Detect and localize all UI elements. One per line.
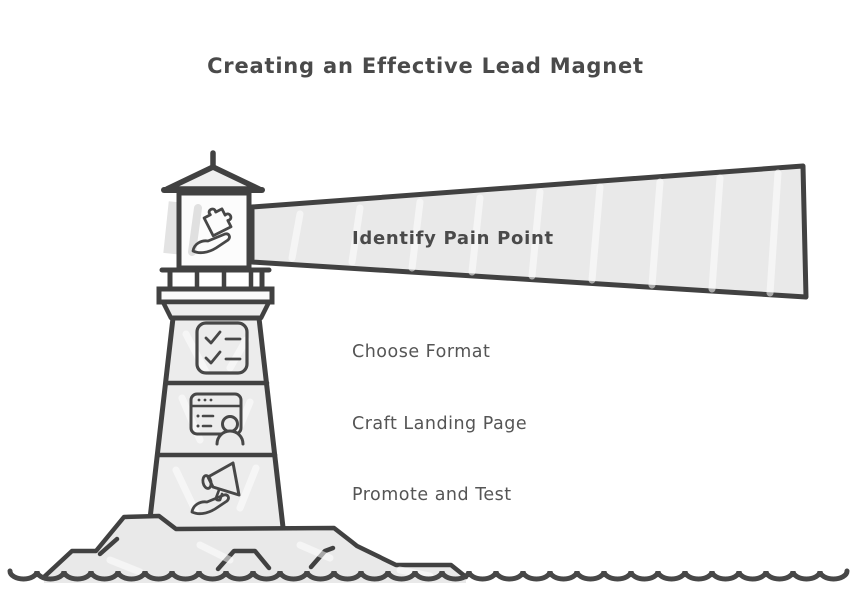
megaphone-icon bbox=[190, 461, 241, 516]
lighthouse-roof bbox=[161, 150, 265, 193]
landing-page-icon bbox=[189, 392, 245, 446]
rock-accent-right bbox=[308, 545, 336, 570]
gallery-railing bbox=[156, 267, 275, 321]
tower-body bbox=[145, 315, 287, 539]
lantern-room bbox=[163, 190, 252, 271]
step-label-choose-format: Choose Format bbox=[352, 342, 490, 362]
waves bbox=[7, 568, 850, 582]
step-label-craft-landing-page: Craft Landing Page bbox=[352, 414, 527, 434]
page-title: Creating an Effective Lead Magnet bbox=[207, 54, 644, 78]
step-label-promote-and-test: Promote and Test bbox=[352, 485, 512, 505]
step-label-identify-pain-point: Identify Pain Point bbox=[352, 228, 554, 249]
beam-texture bbox=[288, 169, 782, 297]
hand-puzzle-icon bbox=[191, 207, 233, 255]
checklist-icon bbox=[195, 321, 249, 375]
rocks bbox=[41, 513, 469, 583]
light-beam bbox=[249, 163, 809, 300]
rock-accent-left bbox=[97, 536, 120, 557]
